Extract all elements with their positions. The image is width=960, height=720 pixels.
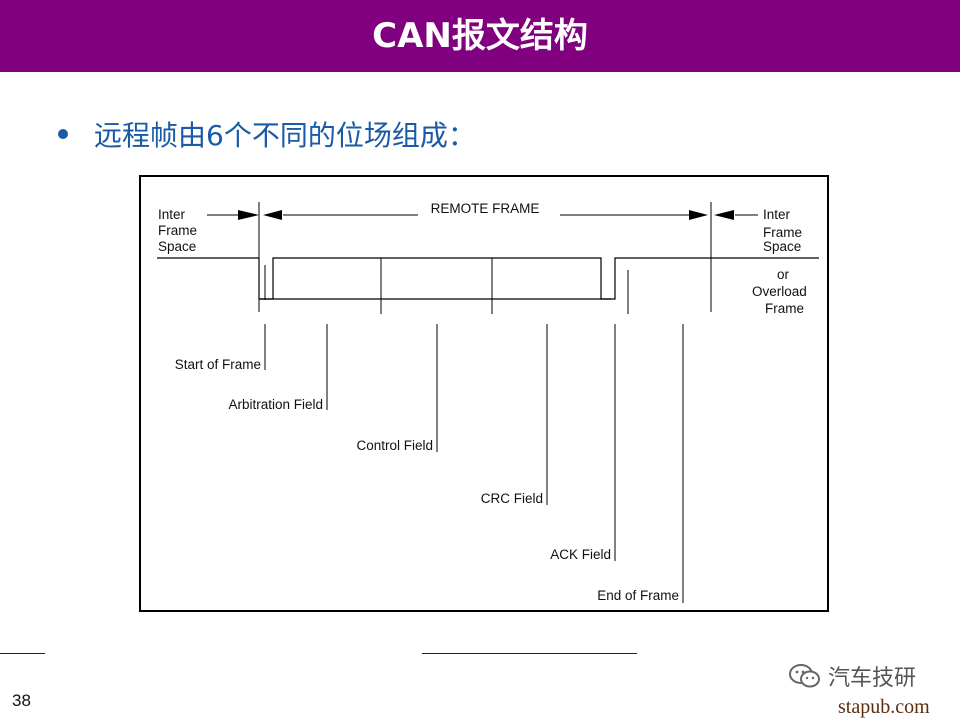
- bitstream-waveform-top: [157, 257, 819, 300]
- remote-frame-diagram: [139, 175, 829, 612]
- right-overload-line-1: Overload: [752, 284, 807, 299]
- site-url: stapub.com: [838, 696, 930, 718]
- right-space-line-2: Frame: [763, 225, 802, 240]
- bullet-dot-icon: [58, 129, 68, 139]
- wechat-icon: [789, 664, 820, 688]
- right-space-line-3: Space: [763, 239, 801, 254]
- footer-divider-left: [0, 653, 45, 654]
- arrow-head-icon: [263, 210, 282, 220]
- right-or-text: or: [777, 267, 790, 282]
- right-space-line-1: Inter: [763, 207, 791, 222]
- watermark: 汽车技研: [788, 660, 916, 692]
- right-overload-line-2: Frame: [765, 301, 804, 316]
- slide-title: CAN报文结构: [372, 16, 588, 56]
- field-label-start-of-frame: Start of Frame: [175, 357, 261, 372]
- left-space-line-1: Inter: [158, 207, 186, 222]
- field-label-arbitration: Arbitration Field: [228, 397, 323, 412]
- field-label-end-of-frame: End of Frame: [597, 588, 679, 603]
- arrow-head-icon: [714, 210, 734, 220]
- bullet-item: 远程帧由6个不同的位场组成：: [58, 114, 476, 154]
- field-label-control: Control Field: [356, 438, 433, 453]
- title-bar: CAN报文结构: [0, 0, 960, 72]
- watermark-text: 汽车技研: [828, 666, 917, 691]
- field-label-ack: ACK Field: [550, 547, 611, 562]
- field-label-crc: CRC Field: [481, 491, 543, 506]
- bullet-text: 远程帧由6个不同的位场组成：: [94, 119, 476, 152]
- page-number: 38: [12, 691, 31, 710]
- footer-divider-right: [422, 653, 637, 654]
- left-space-line-2: Frame: [158, 223, 197, 238]
- left-space-line-3: Space: [158, 239, 196, 254]
- remote-frame-label: REMOTE FRAME: [431, 201, 540, 216]
- arrow-head-icon: [689, 210, 708, 220]
- arrow-head-icon: [238, 210, 259, 220]
